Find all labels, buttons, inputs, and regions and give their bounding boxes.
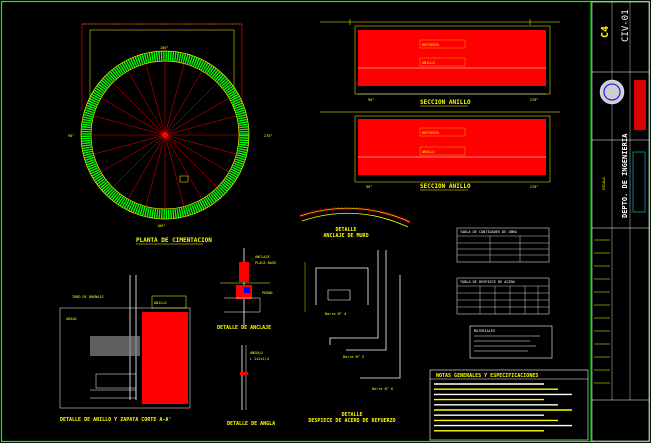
rebar-detail-title-2: DESPIECE DE ACERO DE REFUERZO [308,418,395,424]
wall-anchor-detail: DETALLE ANCLAJE DE MURO [299,206,411,239]
angle-detail: ANGULO L 2x2x1/4 DETALLE DE ANGLA [227,345,275,427]
radial-line [164,115,237,136]
foundation-plan: 180° 180° 90° 270° PLANTA DE CIMENTACION [68,23,272,245]
notes-text-lines [434,383,572,432]
section-2-title: SECCION ANILLO [420,183,471,190]
ring-section-2: REFUERZO ANILLO 90° 270° SECCION ANILLO [320,111,560,191]
radial-line [164,134,185,207]
sheet-number: C4 [600,26,611,38]
radial-line [112,82,166,136]
section-1-angle-left: 90° [368,98,374,102]
radial-line [100,134,166,173]
rebar-detail: Barra N° 4 Barra N° 5 Barra N° 6 DETALLE… [304,250,401,424]
section-2-angle-left: 90° [366,185,372,189]
svg-text:Barra N° 5: Barra N° 5 [343,355,364,359]
svg-text:TABLA DE DESPIECE DE ACERO: TABLA DE DESPIECE DE ACERO [460,280,515,284]
svg-text:ANILLO: ANILLO [422,61,435,65]
general-notes: NOTAS GENERALES Y ESPECIFICACIONES [429,369,589,441]
radial-line [93,134,166,155]
radial-line [100,97,166,136]
svg-text:ANILLO: ANILLO [422,150,435,154]
section-1-footing [358,68,546,86]
section-2-footing [358,157,546,175]
svg-text:MATERIALES: MATERIALES [474,329,495,333]
title-block: C4 CIV-01 DEPTO. DE INGENIERIA ESCALA [591,1,650,442]
plan-angle-bottom: 180° [157,224,165,228]
wall-anchor-title-2: ANCLAJE DE MURO [323,233,368,239]
svg-text:Barra N° 4: Barra N° 4 [325,312,346,316]
title-block-fields [594,239,610,384]
radial-line [127,134,166,200]
section-1-title: SECCION ANILLO [420,99,471,106]
radial-line [164,82,218,136]
svg-text:REFUERZO: REFUERZO [422,131,439,135]
ring-detail-title: DETALLE DE ANILLO Y ZAPATA CORTE A-A' [60,417,171,423]
anchor-detail-title: DETALLE DE ANCLAJE [217,325,271,331]
plan-center-point [162,132,168,138]
radial-line [145,63,166,136]
radial-line [164,70,203,136]
svg-text:Barra N° 6: Barra N° 6 [372,387,393,391]
ring-footing-detail: TUBO DE DRENAJE GRAVA ANILLO DETALLE DE … [59,275,191,423]
radial-line [164,134,218,188]
svg-text:PLACA BASE: PLACA BASE [255,261,276,265]
svg-text:ANCLAJE: ANCLAJE [255,255,270,259]
ring-outer-edge [80,50,250,220]
radial-line [93,115,166,136]
ring-footing [81,51,249,219]
soil-hatch [90,336,140,356]
drawing-code: CIV-01 [621,9,631,42]
radial-line [127,70,166,136]
section-1-angle-right: 270° [530,98,538,102]
radial-line [112,134,166,188]
svg-text:L 2x2x1/4: L 2x2x1/4 [250,357,269,361]
materials-box: MATERIALES [469,325,553,359]
radial-line [164,134,230,173]
svg-text:TUBO DE DRENAJE: TUBO DE DRENAJE [72,295,104,299]
ring-section-1: REFUERZO ANILLO 90° 270° SECCION ANILLO [320,19,560,107]
radial-line [145,134,166,207]
svg-text:ANILLO: ANILLO [154,301,167,305]
notes-title: NOTAS GENERALES Y ESPECIFICACIONES [436,373,538,379]
svg-text:TABLA DE CANTIDADES DE OBRA: TABLA DE CANTIDADES DE OBRA [460,230,518,234]
plan-angle-right: 270° [264,134,272,138]
wall-anchor-title-1: DETALLE [335,227,356,233]
anchor-detail: ANCLAJE PLACA BASE PERNO DETALLE DE ANCL… [217,248,276,331]
svg-text:ANGULO: ANGULO [250,351,263,355]
radial-line [164,134,237,155]
ring-detail-concrete [142,312,188,404]
rebar-table-2: TABLA DE DESPIECE DE ACERO [456,277,550,315]
radial-line [164,97,230,136]
plan-angle-left: 90° [68,134,74,138]
radial-line [164,63,185,136]
svg-text:REFUERZO: REFUERZO [422,43,439,47]
rebar-detail-title-1: DETALLE [341,412,362,418]
svg-text:PERNO: PERNO [262,291,273,295]
scale-label: ESCALA [602,176,606,190]
radial-reinforcement-lines [91,61,239,209]
plan-title: PLANTA DE CIMENTACION [136,237,212,244]
radial-line [164,134,203,200]
rebar-table-1: TABLA DE CANTIDADES DE OBRA [456,227,550,263]
svg-text:GRAVA: GRAVA [66,317,77,321]
department-name: DEPTO. DE INGENIERIA [621,133,629,218]
section-2-angle-right: 270° [530,185,538,189]
angle-detail-title: DETALLE DE ANGLA [227,421,275,427]
plan-angle-top: 180° [160,46,168,50]
